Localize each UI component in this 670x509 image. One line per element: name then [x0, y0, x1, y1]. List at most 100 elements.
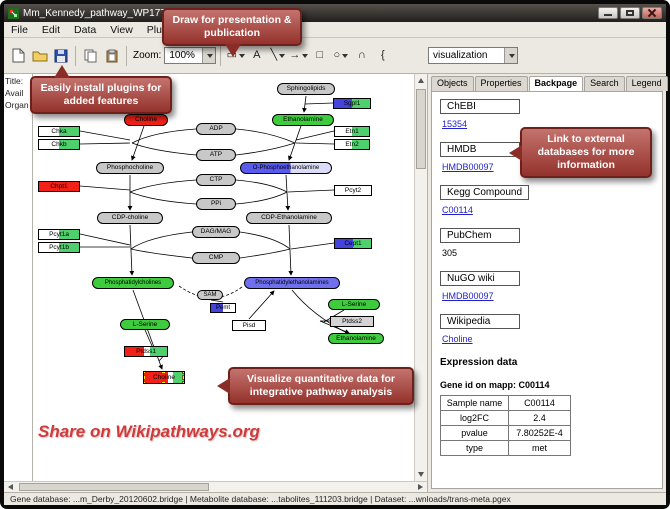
node-choline[interactable]: Choline: [124, 114, 168, 126]
selection-handle[interactable]: [182, 374, 184, 380]
kegg-header-box: Kegg Compound: [440, 185, 530, 200]
node-etn1[interactable]: Etn1: [334, 126, 370, 137]
table-cell: log2FC: [440, 410, 509, 426]
vertical-scroll-thumb[interactable]: [416, 89, 426, 169]
node-chka[interactable]: Chka: [38, 126, 80, 137]
node-chkb[interactable]: Chkb: [38, 139, 80, 150]
nugo-link[interactable]: HMDB00097: [442, 291, 494, 301]
selection-handle[interactable]: [182, 381, 184, 383]
node-cdp-ethanolamine[interactable]: CDP-Ethanolamine: [246, 212, 332, 224]
node-atp[interactable]: ATP: [196, 149, 236, 161]
chevron-down-icon: [509, 53, 515, 58]
node-phosphocholine[interactable]: Phosphocholine: [96, 162, 164, 174]
save-button[interactable]: [50, 45, 71, 66]
tab-objects[interactable]: Objects: [431, 76, 474, 91]
node-ctp[interactable]: CTP: [196, 174, 236, 186]
hmdb-link[interactable]: HMDB00097: [442, 162, 494, 172]
wikipedia-link[interactable]: Choline: [442, 334, 473, 344]
open-file-button[interactable]: [29, 45, 50, 66]
node-cdp-choline[interactable]: CDP-choline: [97, 212, 163, 224]
oval-tool-button[interactable]: ○: [330, 45, 351, 66]
selection-handle[interactable]: [144, 374, 146, 380]
visualization-combo-button[interactable]: [504, 48, 517, 63]
zoom-combo[interactable]: 100%: [164, 47, 217, 64]
chebi-link[interactable]: 15354: [442, 119, 468, 129]
arrow-tool-button[interactable]: →: [288, 45, 309, 66]
new-file-button[interactable]: [8, 45, 29, 66]
node-pcyt1b[interactable]: Pcyt1b: [38, 242, 80, 253]
brace-tool-button[interactable]: {: [372, 45, 393, 66]
selection-handle[interactable]: [144, 381, 146, 383]
pubchem-value: 305: [442, 248, 458, 258]
vertical-scrollbar[interactable]: [414, 74, 427, 481]
node-sgpl1[interactable]: Sgpl1: [333, 98, 371, 109]
node-chpt1[interactable]: Chpt1: [38, 181, 80, 192]
scroll-left-button[interactable]: [4, 482, 17, 492]
node-sphingolipids[interactable]: Sphingolipids: [277, 83, 335, 95]
close-button[interactable]: [642, 7, 662, 19]
menu-edit[interactable]: Edit: [41, 23, 61, 36]
node-etn2[interactable]: Etn2: [334, 139, 370, 150]
visualization-combo[interactable]: visualization: [428, 47, 518, 64]
arc-tool-button[interactable]: ∩: [351, 45, 372, 66]
node-ppi[interactable]: PPi: [196, 198, 236, 210]
menu-file[interactable]: File: [11, 23, 28, 36]
node-l-serine-right[interactable]: L-Serine: [328, 299, 380, 310]
node-phosphatidylethanolamines[interactable]: Phosphatidylethanolamines: [244, 277, 340, 289]
node-ptdss1[interactable]: Ptdss1: [124, 346, 168, 357]
node-ethanolamine[interactable]: Ethanolamine: [272, 114, 334, 126]
node-pcyt1a[interactable]: Pcyt1a: [38, 229, 80, 240]
rectangle-tool-button[interactable]: □: [309, 45, 330, 66]
label-tool-button[interactable]: A: [246, 45, 267, 66]
info-availability-label: Avail: [5, 88, 24, 98]
scroll-right-button[interactable]: [414, 482, 427, 492]
wikipedia-header-box: Wikipedia: [440, 314, 520, 329]
tab-properties[interactable]: Properties: [474, 76, 528, 91]
node-cept1[interactable]: Cept1: [334, 238, 372, 249]
node-ptdss2[interactable]: Ptdss2: [330, 316, 374, 327]
scroll-up-button[interactable]: [415, 74, 427, 87]
selection-handle[interactable]: [182, 372, 184, 374]
toolbar-separator: [220, 45, 222, 66]
node-cmp[interactable]: CMP: [192, 252, 240, 264]
chevron-down-icon: [279, 53, 286, 58]
node-adp[interactable]: ADP: [196, 123, 236, 135]
line-tool-button[interactable]: ╲: [267, 45, 288, 66]
node-sam[interactable]: SAM: [197, 290, 223, 300]
horizontal-scrollbar[interactable]: [4, 481, 427, 492]
table-cell: 7.80252E-4: [508, 425, 571, 441]
tab-backpage[interactable]: Backpage: [528, 76, 584, 91]
title-bar[interactable]: Mm_Kennedy_pathway_WP1771_45176.gpml: [4, 4, 666, 22]
pathway-canvas[interactable]: Sphingolipids Sgpl1 Ethanolamine Etn1 Et…: [33, 74, 414, 481]
kegg-link[interactable]: C00114: [442, 205, 473, 215]
paste-button[interactable]: [101, 45, 122, 66]
node-dag-mag[interactable]: DAG/MAG: [192, 226, 240, 238]
table-cell: met: [508, 440, 571, 456]
maximize-button[interactable]: [620, 7, 640, 19]
node-phosphatidylcholines[interactable]: Phosphatidylcholines: [92, 277, 174, 289]
node-pcyt2[interactable]: Pcyt2: [334, 185, 372, 196]
table-row: type met: [440, 440, 571, 456]
copy-button[interactable]: [80, 45, 101, 66]
node-o-phosphoethanolamine[interactable]: O-Phosphoethanolamine: [240, 162, 332, 174]
selection-handle[interactable]: [144, 372, 146, 374]
menu-data[interactable]: Data: [74, 23, 97, 36]
arrow-right-icon: [418, 484, 423, 490]
tab-search[interactable]: Search: [584, 76, 625, 91]
selection-handle[interactable]: [161, 381, 166, 383]
minimize-button[interactable]: [598, 7, 618, 19]
zoom-combo-button[interactable]: [202, 48, 216, 63]
selection-handle[interactable]: [161, 372, 166, 374]
callout-visualize-text: Visualize quantitative data for integrat…: [246, 373, 395, 399]
scroll-down-button[interactable]: [415, 468, 427, 481]
node-pemt[interactable]: Pemt: [210, 303, 236, 313]
tab-legend[interactable]: Legend: [625, 76, 668, 91]
node-ethanolamine-bottom[interactable]: Ethanolamine: [328, 333, 384, 344]
node-pisd[interactable]: Pisd: [232, 320, 266, 331]
menu-view[interactable]: View: [110, 23, 133, 36]
node-choline-selected[interactable]: Choline: [143, 371, 185, 384]
node-l-serine-left[interactable]: L-Serine: [120, 319, 170, 330]
horizontal-scroll-thumb[interactable]: [19, 483, 209, 491]
chevron-down-icon: [302, 53, 309, 58]
